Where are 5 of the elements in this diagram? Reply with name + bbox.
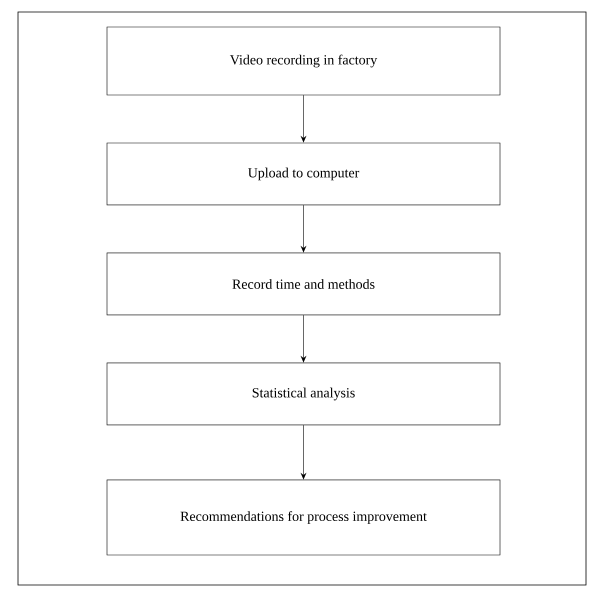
process-box: Video recording in factory	[106, 26, 500, 96]
process-box: Recommendations for process improvement	[106, 480, 500, 556]
process-box: Statistical analysis	[106, 362, 500, 426]
process-box: Record time and methods	[106, 252, 500, 316]
process-box: Upload to computer	[106, 142, 500, 206]
